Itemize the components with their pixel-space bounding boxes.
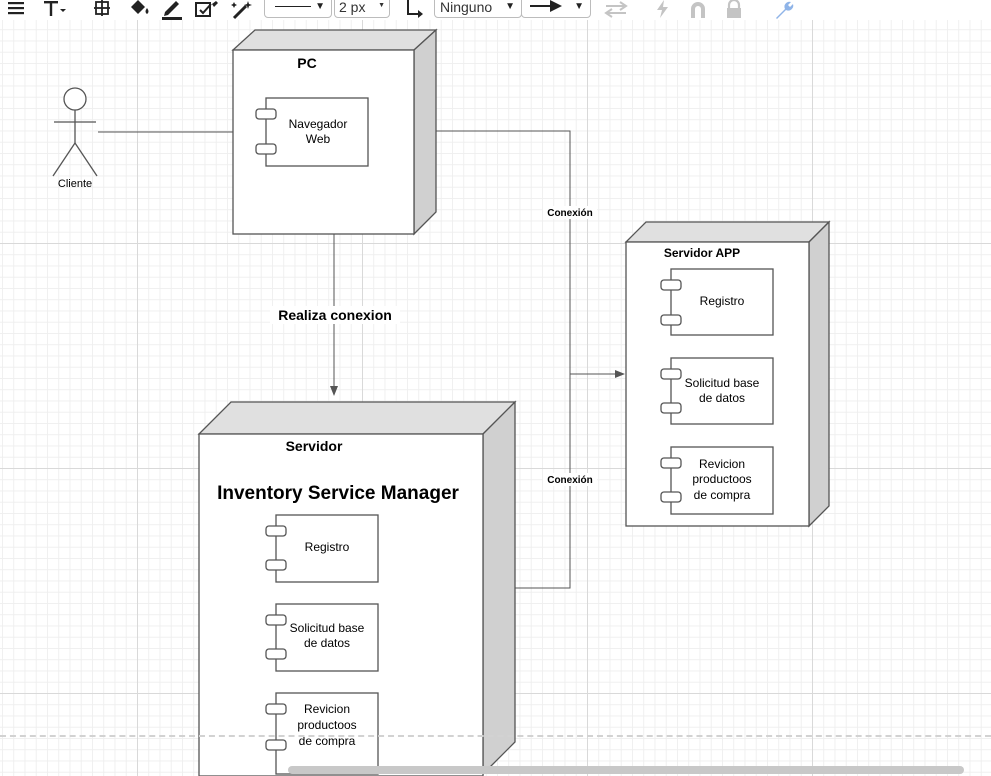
node-app-title: Servidor APP (664, 246, 740, 260)
waypoint-style-dropdown[interactable]: Ninguno ▼ (434, 0, 522, 18)
component-label: Navegador (289, 117, 348, 131)
component-label: productoos (297, 718, 356, 732)
fill-bucket-icon[interactable] (128, 0, 152, 18)
actor-right-leg (74, 142, 98, 177)
node-servidor-side (482, 400, 516, 776)
text-format-icon[interactable] (42, 0, 68, 18)
component-port-icon (265, 525, 287, 537)
edge-label-conexion-top[interactable]: Conexión (547, 208, 593, 219)
node-servidor-top (197, 401, 517, 435)
wrench-icon[interactable] (772, 0, 796, 20)
component-app-revicion[interactable]: Revicion productoos de compra (660, 446, 774, 515)
edge-label-conexion-bottom[interactable]: Conexión (547, 475, 593, 486)
component-label: de datos (304, 636, 350, 650)
horizontal-scrollbar[interactable] (288, 766, 964, 774)
edge-label-realiza[interactable]: Realiza conexion (278, 307, 392, 323)
node-pc-top (231, 29, 438, 51)
waypoint-style-value: Ninguno (440, 0, 493, 15)
chevron-down-icon: ▼ (574, 1, 584, 12)
component-box (670, 357, 774, 425)
grid-icon[interactable] (92, 0, 112, 18)
component-port-icon (265, 739, 287, 751)
component-box (265, 97, 369, 167)
lock-icon[interactable] (724, 0, 744, 18)
component-box (275, 692, 379, 775)
deployment-diagram: Cliente PC Navegador Web Servidor Invent… (52, 28, 831, 776)
actor-label: Cliente (58, 178, 92, 190)
component-port-icon (255, 108, 277, 120)
page-break-line (0, 735, 991, 737)
solid-line-preview (275, 6, 311, 7)
magnet-icon[interactable] (688, 0, 708, 18)
component-port-icon (660, 402, 682, 414)
component-box (275, 514, 379, 583)
node-servidor-subtitle: Inventory Service Manager (217, 483, 459, 504)
line-width-stepper[interactable]: 2 px ▲▼ (334, 0, 390, 18)
component-label: Registro (700, 294, 745, 308)
component-label: productoos (692, 472, 751, 486)
component-port-icon (660, 368, 682, 380)
line-style-dropdown[interactable]: ▼ (264, 0, 332, 18)
arrow-end-dropdown[interactable]: ▼ (521, 0, 591, 18)
component-label: de compra (299, 734, 356, 748)
lightning-icon[interactable] (654, 0, 672, 18)
node-pc-side (413, 28, 437, 236)
node-servidor-app[interactable]: Servidor APP Registro Solicitud base de … (624, 220, 831, 528)
actor-left-leg (52, 142, 76, 177)
line-color-icon[interactable] (160, 0, 184, 20)
node-servidor-title: Servidor (286, 438, 343, 454)
node-pc-title: PC (297, 55, 316, 71)
component-app-registro[interactable]: Registro (660, 268, 774, 336)
component-port-icon (265, 648, 287, 660)
component-label: Revicion (699, 457, 745, 471)
component-port-icon (660, 279, 682, 291)
component-box (275, 603, 379, 672)
component-label: Registro (305, 540, 350, 554)
conexion-line[interactable] (436, 130, 571, 589)
actor-head (63, 87, 87, 111)
node-app-side (808, 220, 830, 528)
component-port-icon (660, 457, 682, 469)
align-icon[interactable] (6, 0, 28, 18)
chevron-down-icon: ▼ (505, 1, 515, 12)
component-label: Web (306, 132, 331, 146)
component-port-icon (660, 491, 682, 503)
component-port-icon (660, 314, 682, 326)
diagram-canvas[interactable]: Cliente PC Navegador Web Servidor Invent… (0, 20, 991, 776)
component-port-icon (265, 614, 287, 626)
chevron-down-icon: ▼ (315, 1, 325, 12)
edit-style-icon[interactable] (194, 0, 220, 18)
component-label: Solicitud base (685, 376, 760, 390)
node-app-top (624, 221, 831, 243)
edge-label-bg (270, 306, 400, 324)
component-label: Revicion (304, 702, 350, 716)
node-servidor[interactable]: Servidor Inventory Service Manager Regis… (197, 400, 517, 776)
component-port-icon (255, 143, 277, 155)
component-port-icon (265, 703, 287, 715)
edge-label-bg (543, 473, 597, 486)
line-width-value: 2 px (339, 0, 366, 15)
arrow-preview-icon (530, 0, 562, 12)
component-label: de datos (699, 391, 745, 405)
waypoint-icon[interactable] (404, 0, 426, 20)
edge-label-bg (543, 206, 597, 219)
toolbar: ▼ 2 px ▲▼ Ninguno ▼ ▼ (0, 0, 991, 20)
component-label: Solicitud base (290, 621, 365, 635)
component-port-icon (265, 559, 287, 571)
actor-cliente[interactable]: Cliente (52, 87, 98, 190)
component-navegador[interactable]: Navegador Web (255, 97, 369, 167)
component-revicion[interactable]: Revicion productoos de compra (265, 692, 379, 775)
component-app-solicitud[interactable]: Solicitud base de datos (660, 357, 774, 425)
component-label: de compra (694, 488, 751, 502)
component-box (670, 446, 774, 515)
swap-arrows-icon[interactable] (604, 0, 628, 18)
stepper-arrows-icon[interactable]: ▲▼ (378, 2, 385, 9)
component-solicitud[interactable]: Solicitud base de datos (265, 603, 379, 672)
component-box (670, 268, 774, 336)
component-registro[interactable]: Registro (265, 514, 379, 583)
magic-wand-icon[interactable] (228, 0, 256, 20)
node-pc[interactable]: PC Navegador Web (231, 28, 438, 236)
